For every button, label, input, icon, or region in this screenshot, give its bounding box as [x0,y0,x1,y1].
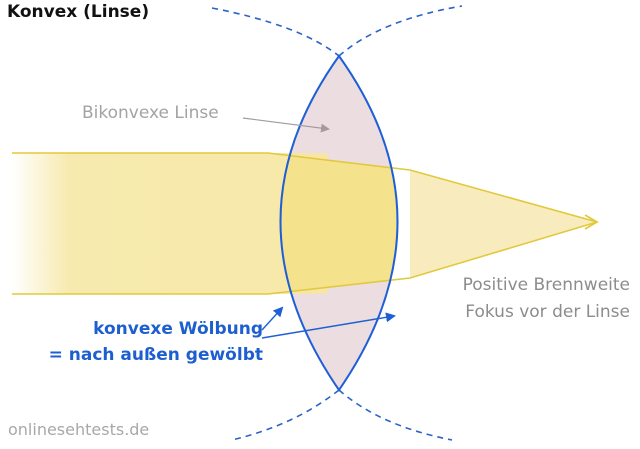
focus-label: Positive Brennweite Fokus vor der Linse [463,272,630,326]
focus-label-line1: Positive Brennweite [462,275,630,295]
site-watermark: onlinesehtests.de [8,420,150,439]
dashed-circle-left-bottom [231,389,340,441]
beam-upper-edge [12,152,598,223]
dashed-circle-left-top [211,7,340,57]
lens-outline [279,54,399,392]
curvature-label: konvexe Wölbung = nach außen gewölbt [49,316,263,368]
dashed-circle-right-top [338,5,463,57]
focus-arrowhead [584,214,599,230]
converging-light-beam [410,170,597,278]
curvature-label-line1: konvexe Wölbung [93,319,263,339]
diagram-title: Konvex (Linse) [7,2,150,22]
focus-label-line2: Fokus vor der Linse [465,302,630,322]
incoming-light-beam [12,153,328,294]
curvature-arrow-right [261,312,396,339]
dashed-circle-right-bottom [338,389,453,441]
beam-lower-edge [12,221,598,295]
beam-inside-lens [280,153,398,294]
curvature-label-line2: = nach außen gewölbt [48,345,263,365]
curvature-arrow-left [261,306,284,331]
lens-label: Bikonvexe Linse [82,103,219,123]
lens-label-arrow [242,117,330,133]
